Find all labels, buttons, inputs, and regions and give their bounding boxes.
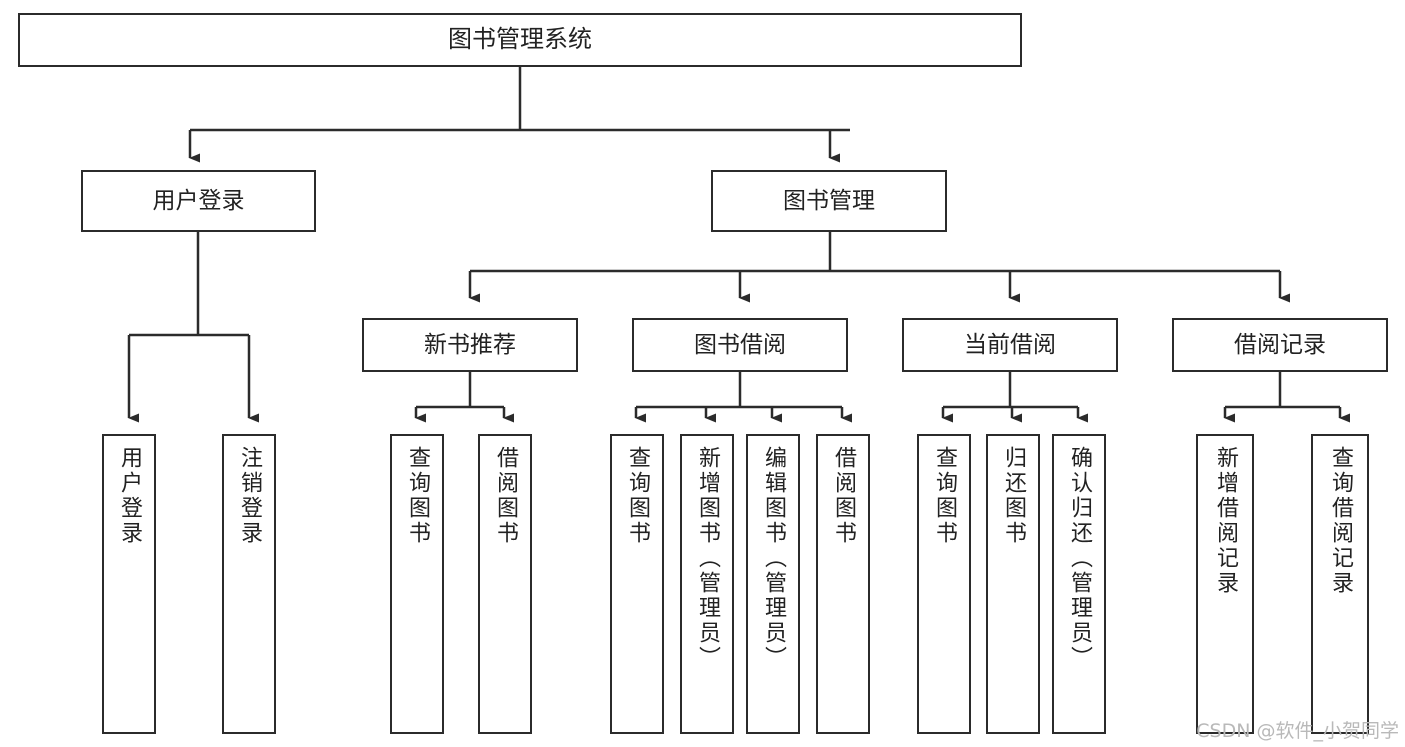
node-book-borrow[interactable]: 图书借阅 xyxy=(632,318,848,372)
node-leaf-query-book-newbook-label: 查询图书 xyxy=(405,446,430,546)
csdn-watermark: CSDN @软件_小贺同学 xyxy=(1196,720,1399,742)
node-leaf-edit-book-admin[interactable]: 编辑图书（管理员） xyxy=(746,434,800,734)
node-current-borrow-label: 当前借阅 xyxy=(964,331,1056,358)
node-book-borrow-label: 图书借阅 xyxy=(694,331,786,358)
node-leaf-borrow-book-label: 借阅图书 xyxy=(831,446,856,546)
node-leaf-borrow-book[interactable]: 借阅图书 xyxy=(816,434,870,734)
node-leaf-logout-label: 注销登录 xyxy=(237,446,262,546)
node-new-book-recommend[interactable]: 新书推荐 xyxy=(362,318,578,372)
node-leaf-query-book-current-label: 查询图书 xyxy=(932,446,957,546)
node-leaf-query-borrow-record-label: 查询借阅记录 xyxy=(1328,446,1353,596)
node-leaf-query-book-newbook[interactable]: 查询图书 xyxy=(390,434,444,734)
node-leaf-query-borrow-record[interactable]: 查询借阅记录 xyxy=(1311,434,1369,734)
node-book-management[interactable]: 图书管理 xyxy=(711,170,947,232)
node-leaf-edit-book-admin-label: 编辑图书（管理员） xyxy=(761,446,786,671)
node-leaf-return-book[interactable]: 归还图书 xyxy=(986,434,1040,734)
node-leaf-borrow-book-newbook[interactable]: 借阅图书 xyxy=(478,434,532,734)
node-leaf-logout[interactable]: 注销登录 xyxy=(222,434,276,734)
node-new-book-recommend-label: 新书推荐 xyxy=(424,331,516,358)
node-root-library-system[interactable]: 图书管理系统 xyxy=(18,13,1022,67)
node-borrow-record[interactable]: 借阅记录 xyxy=(1172,318,1388,372)
node-current-borrow[interactable]: 当前借阅 xyxy=(902,318,1118,372)
node-leaf-add-borrow-record[interactable]: 新增借阅记录 xyxy=(1196,434,1254,734)
node-borrow-record-label: 借阅记录 xyxy=(1234,331,1326,358)
node-leaf-return-book-label: 归还图书 xyxy=(1001,446,1026,546)
node-leaf-user-login[interactable]: 用户登录 xyxy=(102,434,156,734)
node-leaf-borrow-book-newbook-label: 借阅图书 xyxy=(493,446,518,546)
node-leaf-add-book-admin[interactable]: 新增图书（管理员） xyxy=(680,434,734,734)
node-leaf-confirm-return-admin-label: 确认归还（管理员） xyxy=(1067,446,1092,671)
node-user-login[interactable]: 用户登录 xyxy=(81,170,316,232)
node-leaf-query-book-borrow[interactable]: 查询图书 xyxy=(610,434,664,734)
node-root-label: 图书管理系统 xyxy=(448,25,592,54)
node-leaf-add-borrow-record-label: 新增借阅记录 xyxy=(1213,446,1238,596)
node-book-management-label: 图书管理 xyxy=(783,187,875,214)
node-leaf-add-book-admin-label: 新增图书（管理员） xyxy=(695,446,720,671)
node-leaf-confirm-return-admin[interactable]: 确认归还（管理员） xyxy=(1052,434,1106,734)
node-user-login-label: 用户登录 xyxy=(152,187,245,214)
node-leaf-query-book-current[interactable]: 查询图书 xyxy=(917,434,971,734)
node-leaf-query-book-borrow-label: 查询图书 xyxy=(625,446,650,546)
node-leaf-user-login-label: 用户登录 xyxy=(117,446,142,546)
